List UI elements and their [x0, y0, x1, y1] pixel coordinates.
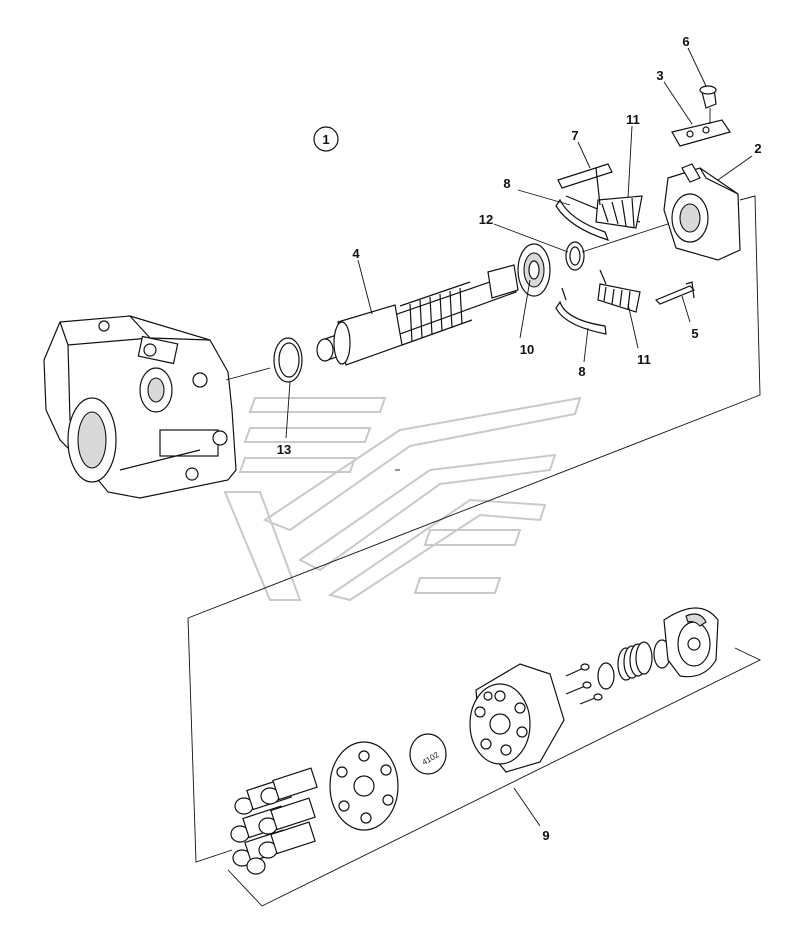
- shim-12: [565, 241, 585, 271]
- group-outline-top: [187, 195, 761, 619]
- drive-shaft-4: [316, 264, 519, 366]
- spring: [617, 641, 653, 681]
- pin-5: [654, 281, 696, 305]
- callout-10: 10: [520, 342, 534, 357]
- leader-lines: [285, 47, 753, 827]
- plate-3: [671, 119, 731, 147]
- cylinder-block: [469, 663, 565, 773]
- circlip-13: [273, 337, 303, 383]
- bearing-10: [517, 243, 551, 339]
- pins-small: [565, 663, 603, 705]
- watermark-logo: [223, 396, 582, 602]
- retaining-plate: [329, 741, 399, 831]
- callout-4: 4: [352, 246, 360, 261]
- callout-5: 5: [691, 326, 698, 341]
- callout-11-upper: 11: [626, 112, 640, 127]
- callout-9: 9: [542, 828, 549, 843]
- callout-7: 7: [571, 128, 578, 143]
- callout-8-lower: 8: [578, 364, 585, 379]
- callout-2: 2: [754, 141, 761, 156]
- axis-line-housing: [225, 367, 271, 381]
- axis-line-shaft: [581, 219, 681, 253]
- bearing-shell-8-lower: [555, 287, 607, 335]
- callout-12: 12: [479, 212, 493, 227]
- callout-3: 3: [656, 68, 663, 83]
- callout-labels: 1 6 3 2 7 11 8 12 4 5 10 11 8 13 9: [277, 34, 762, 843]
- pump-housing: [43, 315, 237, 499]
- callout-8-upper: 8: [503, 176, 510, 191]
- callout-11-lower: 11: [637, 352, 651, 367]
- screw-6: [699, 85, 717, 124]
- swash-plate-2: [663, 163, 741, 261]
- callout-6: 6: [682, 34, 689, 49]
- assembly-marker-circle: [313, 126, 339, 152]
- valve-plate: [663, 607, 719, 678]
- roller-bearing-11-lower: [597, 269, 641, 313]
- piston-set: [230, 767, 318, 875]
- spherical-guide: 4102: [409, 733, 447, 775]
- group-outline-bottom: [187, 617, 762, 907]
- pin-7: [557, 163, 613, 206]
- assembly-marker: 1: [322, 132, 329, 147]
- roller-bearing-11-upper: [595, 195, 643, 229]
- retaining-ring: [597, 662, 615, 690]
- callout-13: 13: [277, 442, 291, 457]
